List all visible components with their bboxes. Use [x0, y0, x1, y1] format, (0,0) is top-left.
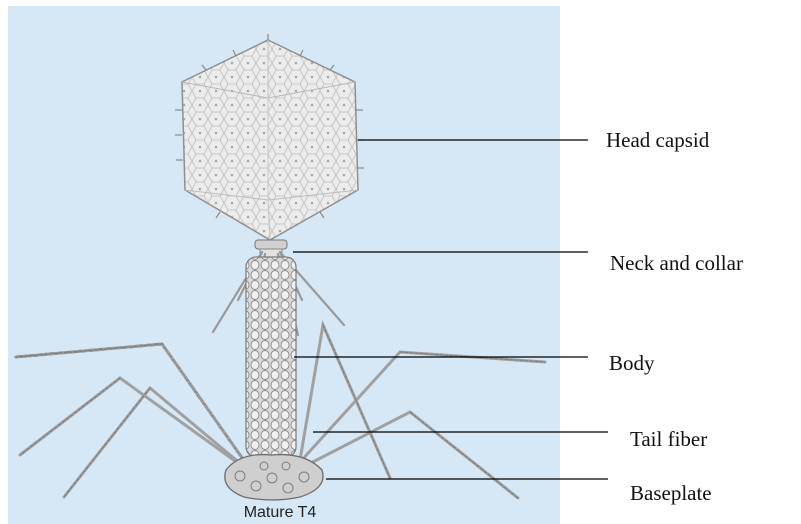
label-baseplate: Baseplate	[630, 481, 712, 506]
figure-caption: Mature T4	[0, 504, 560, 522]
head-capsid-shape	[175, 34, 364, 240]
tail-sheath-shape	[246, 257, 296, 457]
label-neck-collar: Neck and collar	[610, 251, 743, 276]
label-body: Body	[609, 351, 655, 376]
label-tail-fiber: Tail fiber	[630, 427, 707, 452]
baseplate-shape	[225, 455, 323, 500]
label-head-capsid: Head capsid	[606, 128, 709, 153]
